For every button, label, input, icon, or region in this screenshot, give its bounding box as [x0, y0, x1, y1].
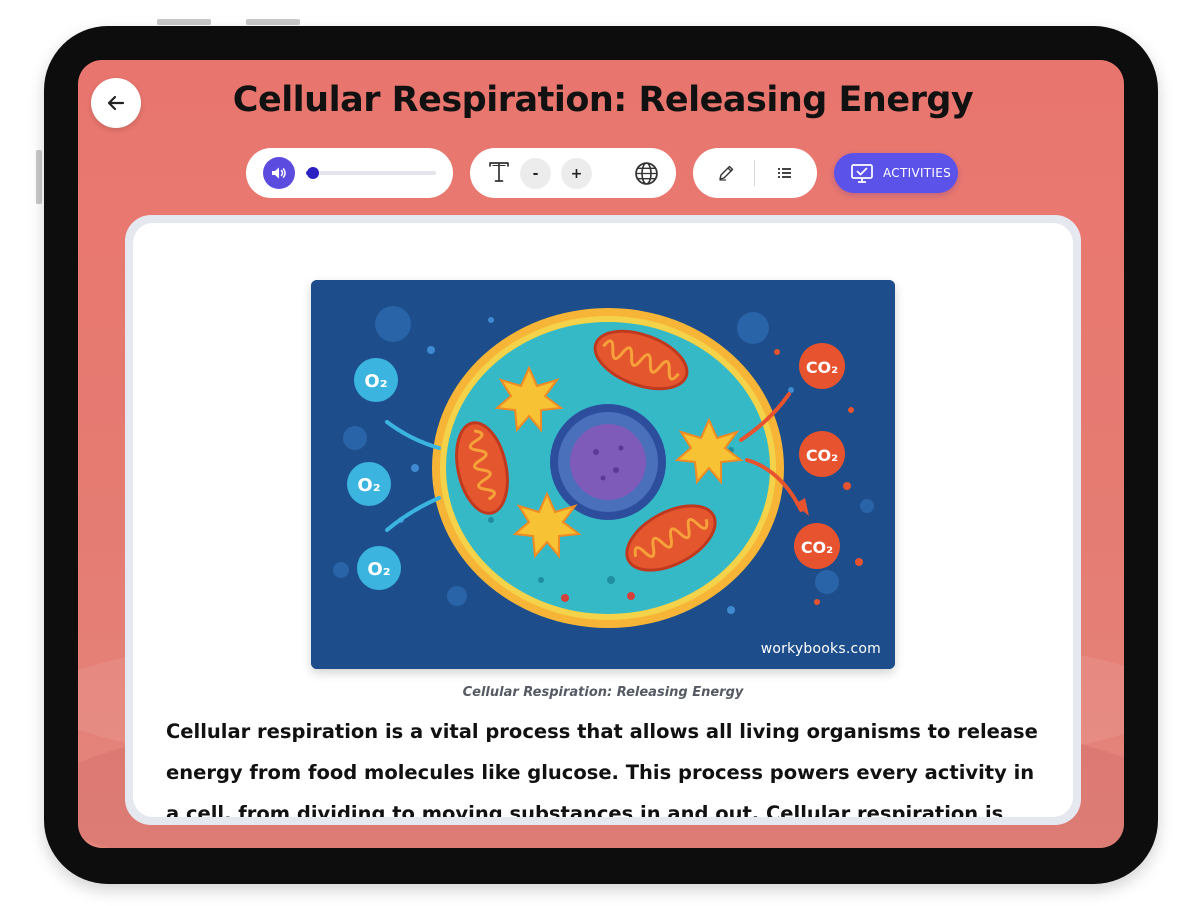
speaker-icon — [272, 167, 286, 179]
audio-play-button[interactable] — [263, 157, 295, 189]
back-button[interactable] — [91, 78, 141, 128]
audio-player — [246, 148, 453, 198]
monitor-icon — [851, 164, 873, 183]
volume-button-top — [157, 19, 211, 25]
co2-label: CO₂ — [806, 358, 838, 377]
o2-label: O₂ — [357, 475, 380, 496]
page-title: Cellular Respiration: Releasing Energy — [232, 80, 974, 120]
increase-text-button[interactable]: + — [561, 158, 592, 189]
power-button-top — [246, 19, 300, 25]
cell-diagram: O₂ O₂ O₂ CO₂ CO₂ CO₂ — [311, 280, 895, 669]
activities-label: ACTIVITIES — [883, 166, 952, 180]
tablet-screen: Cellular Respiration: Releasing Energy -… — [78, 60, 1124, 848]
pen-icon[interactable] — [717, 164, 735, 182]
figure-watermark: workybooks.com — [760, 641, 881, 657]
o2-label: O₂ — [367, 559, 390, 580]
globe-icon[interactable] — [634, 161, 659, 186]
activities-button[interactable]: ACTIVITIES — [834, 153, 958, 193]
cell-illustration: O₂ O₂ O₂ CO₂ CO₂ CO₂ workybooks.com — [311, 280, 895, 669]
text-size-icon[interactable] — [487, 159, 511, 185]
arrow-left-icon — [107, 95, 125, 111]
article-body: Cellular respiration is a vital process … — [166, 720, 1038, 817]
content-frame: O₂ O₂ O₂ CO₂ CO₂ CO₂ workybooks.com Cell… — [125, 215, 1081, 825]
co2-label: CO₂ — [806, 446, 838, 465]
list-icon[interactable] — [777, 166, 793, 180]
reading-tools — [693, 148, 817, 198]
side-button — [36, 150, 42, 204]
article-card: O₂ O₂ O₂ CO₂ CO₂ CO₂ workybooks.com Cell… — [133, 223, 1073, 817]
figure-caption: Cellular Respiration: Releasing Energy — [462, 685, 744, 700]
tool-divider — [754, 160, 755, 186]
o2-label: O₂ — [364, 371, 387, 392]
co2-label: CO₂ — [801, 538, 833, 557]
audio-progress-handle[interactable] — [306, 167, 319, 179]
audio-progress-track[interactable] — [306, 167, 436, 179]
text-controls: - + — [470, 148, 676, 198]
decrease-text-button[interactable]: - — [520, 158, 551, 189]
